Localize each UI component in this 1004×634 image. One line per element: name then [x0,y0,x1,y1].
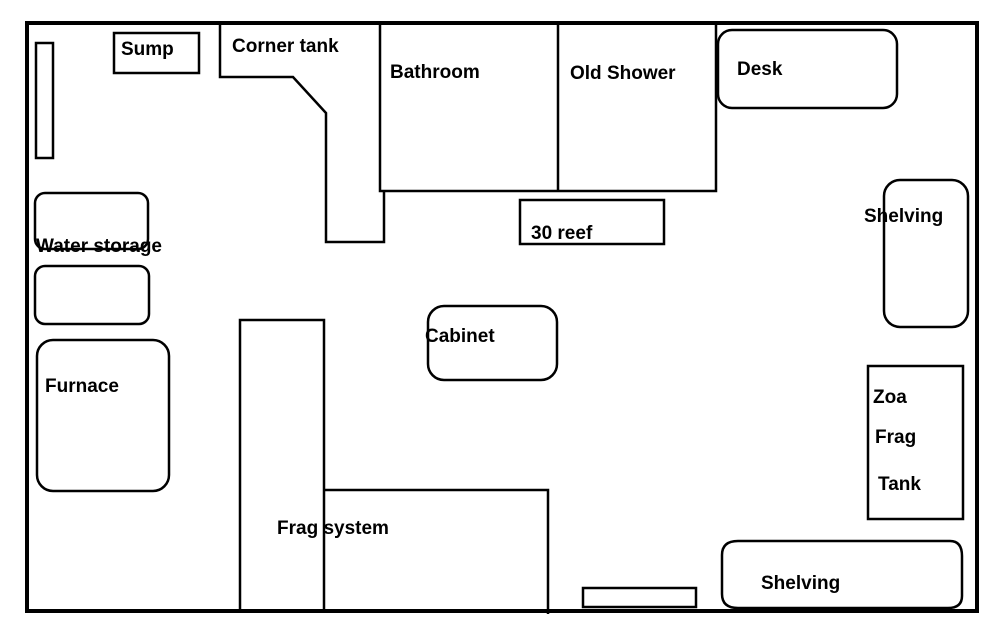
water-storage: Water storage [33,191,162,326]
corner-tank-label: Corner tank [232,36,339,57]
shelving-right-label: Shelving [864,206,943,227]
reef-30: 30 reef [518,198,666,246]
zoa-frag-tank-label-line-1: Zoa [873,387,907,408]
water-storage-label: Water storage [36,236,162,257]
bathroom-label: Bathroom [390,62,480,83]
reef-30-label: 30 reef [531,223,593,244]
sump-outline [112,31,201,75]
furnace: Furnace [35,338,171,493]
furnace-label: Furnace [45,376,119,397]
shelving-bottom: Shelving [720,539,964,610]
desk: Desk [716,28,899,110]
frag-system-label: Frag system [277,518,389,539]
shelving-bottom-label: Shelving [761,573,840,594]
frag-system-bench [324,488,550,614]
desk-label: Desk [737,59,783,80]
reef-30-outline [518,198,666,246]
shelving-right-outline [882,178,970,329]
frag-system-column [238,318,326,611]
shelving-right: Shelving [864,178,970,329]
shelving-bottom-outline [720,539,964,610]
bathroom-outline [378,23,718,193]
bottom-wall-fixture [581,586,698,609]
bathroom: Bathroom Old Shower [378,23,718,193]
zoa-frag-tank-outline [866,364,965,521]
corner-tank: Corner tank [218,23,386,244]
sump: Sump [112,31,201,75]
zoa-frag-tank-label-line-3: Tank [878,474,921,495]
water-storage-tank-1 [33,191,150,251]
zoa-frag-tank: Zoa Frag Tank [866,364,965,521]
cabinet-outline [426,304,559,382]
desk-outline [716,28,899,110]
sump-label: Sump [121,39,174,60]
room-outline [25,21,979,613]
cabinet-label: Cabinet [425,326,495,347]
corner-tank-outline [218,23,386,244]
zoa-frag-tank-label-line-2: Frag [875,427,916,448]
furnace-outline [35,338,171,493]
left-wall-fixture [34,41,55,160]
water-storage-tank-2 [33,264,151,326]
cabinet: Cabinet [425,304,559,382]
old-shower-label: Old Shower [570,63,676,84]
frag-system: Frag system [238,318,550,614]
